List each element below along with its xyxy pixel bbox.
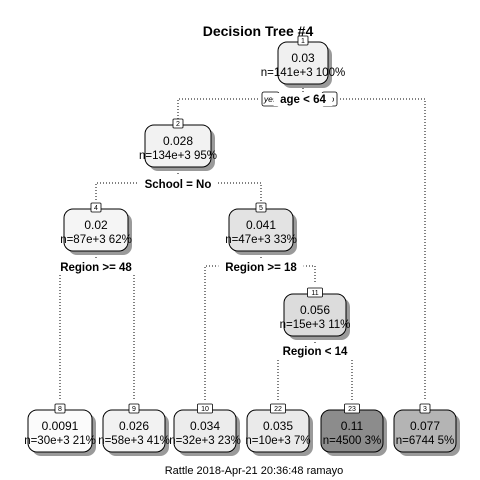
node-count: n=4500 3% [323,435,382,447]
edge-1-3 [340,98,426,400]
split-label-bg [53,261,139,274]
split-label-node-2: School = No [145,179,212,191]
tree-node-10: 10 0.034 n=32e+3 23% [169,403,241,456]
node-id: 23 [348,406,356,413]
split-label-bg [275,345,355,358]
tree-node-3: 3 0.077 n=6744 5% [393,403,460,456]
node-value: 0.028 [163,134,193,148]
node-value: 0.11 [341,419,364,433]
node-id-tag [270,403,286,414]
node-count: n=58e+3 41% [98,435,170,447]
node-id-tag [172,118,184,129]
node-count: n=15e+3 11% [280,319,351,331]
tree-node-1: 1 0.03 n=141e+3 100% [261,35,345,88]
svg-text:yes: yes [263,94,278,104]
split-label-node-1: age < 64 [280,94,326,106]
node-count: n=87e+3 62% [60,234,132,246]
edge-5-11 [300,265,316,284]
node-value: 0.03 [291,51,315,65]
split-label-node-5: Region >= 18 [225,262,297,274]
edge-2-4 [95,182,140,202]
node-id: 5 [259,205,263,212]
tree-node-9: 9 0.026 n=58e+3 41% [98,403,170,456]
node-id-tag [297,35,309,46]
node-value: 0.041 [246,218,276,232]
split-label-bg [138,178,218,191]
node-id-tag [54,403,66,414]
node-id: 10 [201,406,209,413]
node-count: n=10e+3 7% [245,435,310,447]
node-id-tag [344,403,360,414]
node-id-tag [90,202,102,213]
node-count: n=32e+3 23% [169,435,241,447]
node-id: 4 [94,205,98,212]
edge-5-10 [204,265,222,400]
node-value: 0.034 [190,419,220,433]
node-id: 22 [274,406,282,413]
node-id-tag [128,403,140,414]
node-id-tag [307,287,323,298]
node-count: n=141e+3 100% [261,67,345,79]
node-id: 3 [423,406,427,413]
node-count: n=6744 5% [396,435,455,447]
tree-node-8: 8 0.0091 n=30e+3 21% [24,403,96,456]
node-id: 2 [176,121,180,128]
node-id-tag [197,403,213,414]
split-label-bg [273,93,333,106]
node-count: n=47e+3 33% [225,234,297,246]
tree-node-22: 22 0.035 n=10e+3 7% [245,403,313,456]
tree-node-5: 5 0.041 n=47e+3 33% [225,202,297,255]
split-label-node-11: Region < 14 [283,346,348,358]
split-label-bg [218,261,304,274]
node-id-tag [419,403,431,414]
split-label-node-4: Region >= 48 [60,262,132,274]
node-count: n=134e+3 95% [139,150,217,162]
node-id: 1 [301,38,305,45]
node-id: 9 [132,406,136,413]
node-id-tag [255,202,267,213]
node-id: 11 [311,290,318,297]
node-value: 0.035 [263,419,293,433]
node-id: 8 [58,406,62,413]
edge-1-2 [177,98,258,120]
footer-caption: Rattle 2018-Apr-21 20:36:48 ramayo [165,465,344,477]
tree-node-11: 11 0.056 n=15e+3 11% [280,287,351,340]
node-value: 0.0091 [42,419,79,433]
node-value: 0.02 [84,218,108,232]
diagram-title: Decision Tree #4 [203,23,314,39]
tree-edges [59,82,426,400]
tree-node-23: 23 0.11 n=4500 3% [320,403,387,456]
node-value: 0.056 [300,303,330,317]
edge-2-5 [215,182,262,202]
tree-node-2: 2 0.028 n=134e+3 95% [139,118,217,171]
tree-node-4: 4 0.02 n=87e+3 62% [60,202,132,255]
node-value: 0.077 [410,419,440,433]
node-value: 0.026 [119,419,149,433]
split-labels: age < 64 School = No Region >= 48 Region >=… [53,93,355,358]
node-count: n=30e+3 21% [24,435,96,447]
